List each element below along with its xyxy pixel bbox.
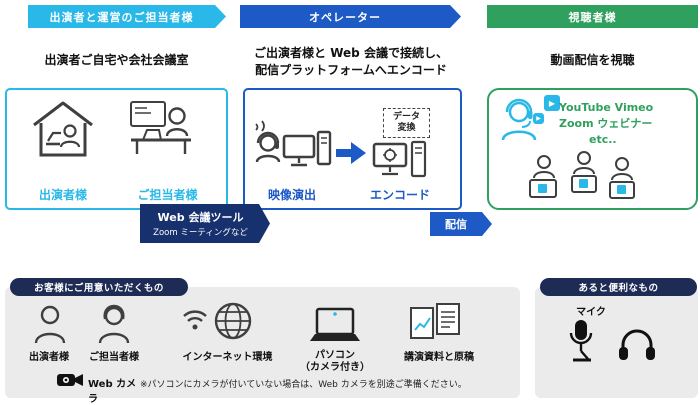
globe-icon <box>212 300 254 342</box>
webcam-note: ※パソコンにカメラが付いていない場合は、Web カメラを別途ご準備ください。 <box>140 380 467 390</box>
label-encode: エンコード <box>369 188 430 202</box>
encode-monitor-icon <box>372 140 430 186</box>
banner-viewers: 視聴者様 <box>487 5 698 28</box>
house-performer-icon <box>30 98 96 160</box>
data-conversion-line1: データ <box>392 111 420 122</box>
prepare-header-pill: お客様にご用意いただくもの <box>10 278 188 296</box>
prepare-panel <box>5 287 520 398</box>
web-conference-tool-banner: Web 会議ツール Zoom ミーティングなど <box>140 204 270 243</box>
prepare-label-performer: 出演者様 <box>29 352 69 363</box>
documents-icon <box>406 300 464 344</box>
staff-person-icon <box>96 303 132 345</box>
label-video-production: 映像演出 <box>267 188 316 202</box>
staff-desk-icon <box>125 98 197 160</box>
prepare-label-internet: インターネット環境 <box>182 352 273 363</box>
play-badge-small-icon: ▶ <box>533 113 544 124</box>
web-tool-line1: Web 会議ツール <box>157 211 244 224</box>
description-operator-line2: 配信プラットフォームへエンコード <box>255 62 447 77</box>
data-conversion-line2: 変換 <box>397 123 416 133</box>
video-operator-icon <box>250 118 334 178</box>
handy-label-mic: マイク <box>576 307 606 318</box>
label-performer: 出演者様 <box>38 188 87 202</box>
prepare-label-pc-line2: （カメラ付き） <box>300 362 370 373</box>
announcer-headset-icon <box>497 96 541 144</box>
platform-line1: YouTube Vimeo <box>559 101 654 114</box>
viewers-box <box>487 88 698 210</box>
headphones-icon <box>616 326 658 362</box>
prepare-label-pc-line1: パソコン <box>315 350 355 361</box>
prepare-label-docs: 講演資料と原稿 <box>404 352 474 363</box>
wifi-icon <box>180 306 210 332</box>
platform-line2: Zoom ウェビナー <box>559 117 653 130</box>
webcam-icon <box>56 371 84 389</box>
description-viewers: 動画配信を視聴 <box>550 53 635 67</box>
label-staff: ご担当者様 <box>137 188 198 202</box>
webcam-label: Web カメラ <box>88 379 137 405</box>
handy-header-pill: あると便利なもの <box>540 278 697 296</box>
laptop-icon <box>306 306 364 346</box>
platform-list: YouTube Vimeo Zoom ウェビナー etc.. <box>559 100 697 148</box>
description-operator-line1: ご出演者様と Web 会議で接続し、 <box>254 46 448 60</box>
web-tool-line2: Zoom ミーティングなど <box>153 228 248 238</box>
data-conversion-tag: データ 変換 <box>383 108 430 138</box>
flow-arrow-icon <box>336 142 366 164</box>
description-operator: ご出演者様と Web 会議で接続し、 配信プラットフォームへエンコード <box>238 45 464 79</box>
banner-performers: 出演者と運営のご担当者様 <box>28 5 226 28</box>
play-badge-icon: ▶ <box>544 95 560 111</box>
performer-person-icon <box>32 303 68 345</box>
distribution-arrow-tag: 配信 <box>430 212 492 236</box>
prepare-label-staff: ご担当者様 <box>89 352 139 363</box>
banner-operator: オペレーター <box>240 5 461 28</box>
audience-devices-icon <box>522 150 642 206</box>
mic-icon <box>566 318 596 364</box>
description-performers: 出演者ご自宅や会社会議室 <box>44 53 189 67</box>
platform-line3: etc.. <box>589 133 617 146</box>
handy-panel <box>535 287 698 398</box>
